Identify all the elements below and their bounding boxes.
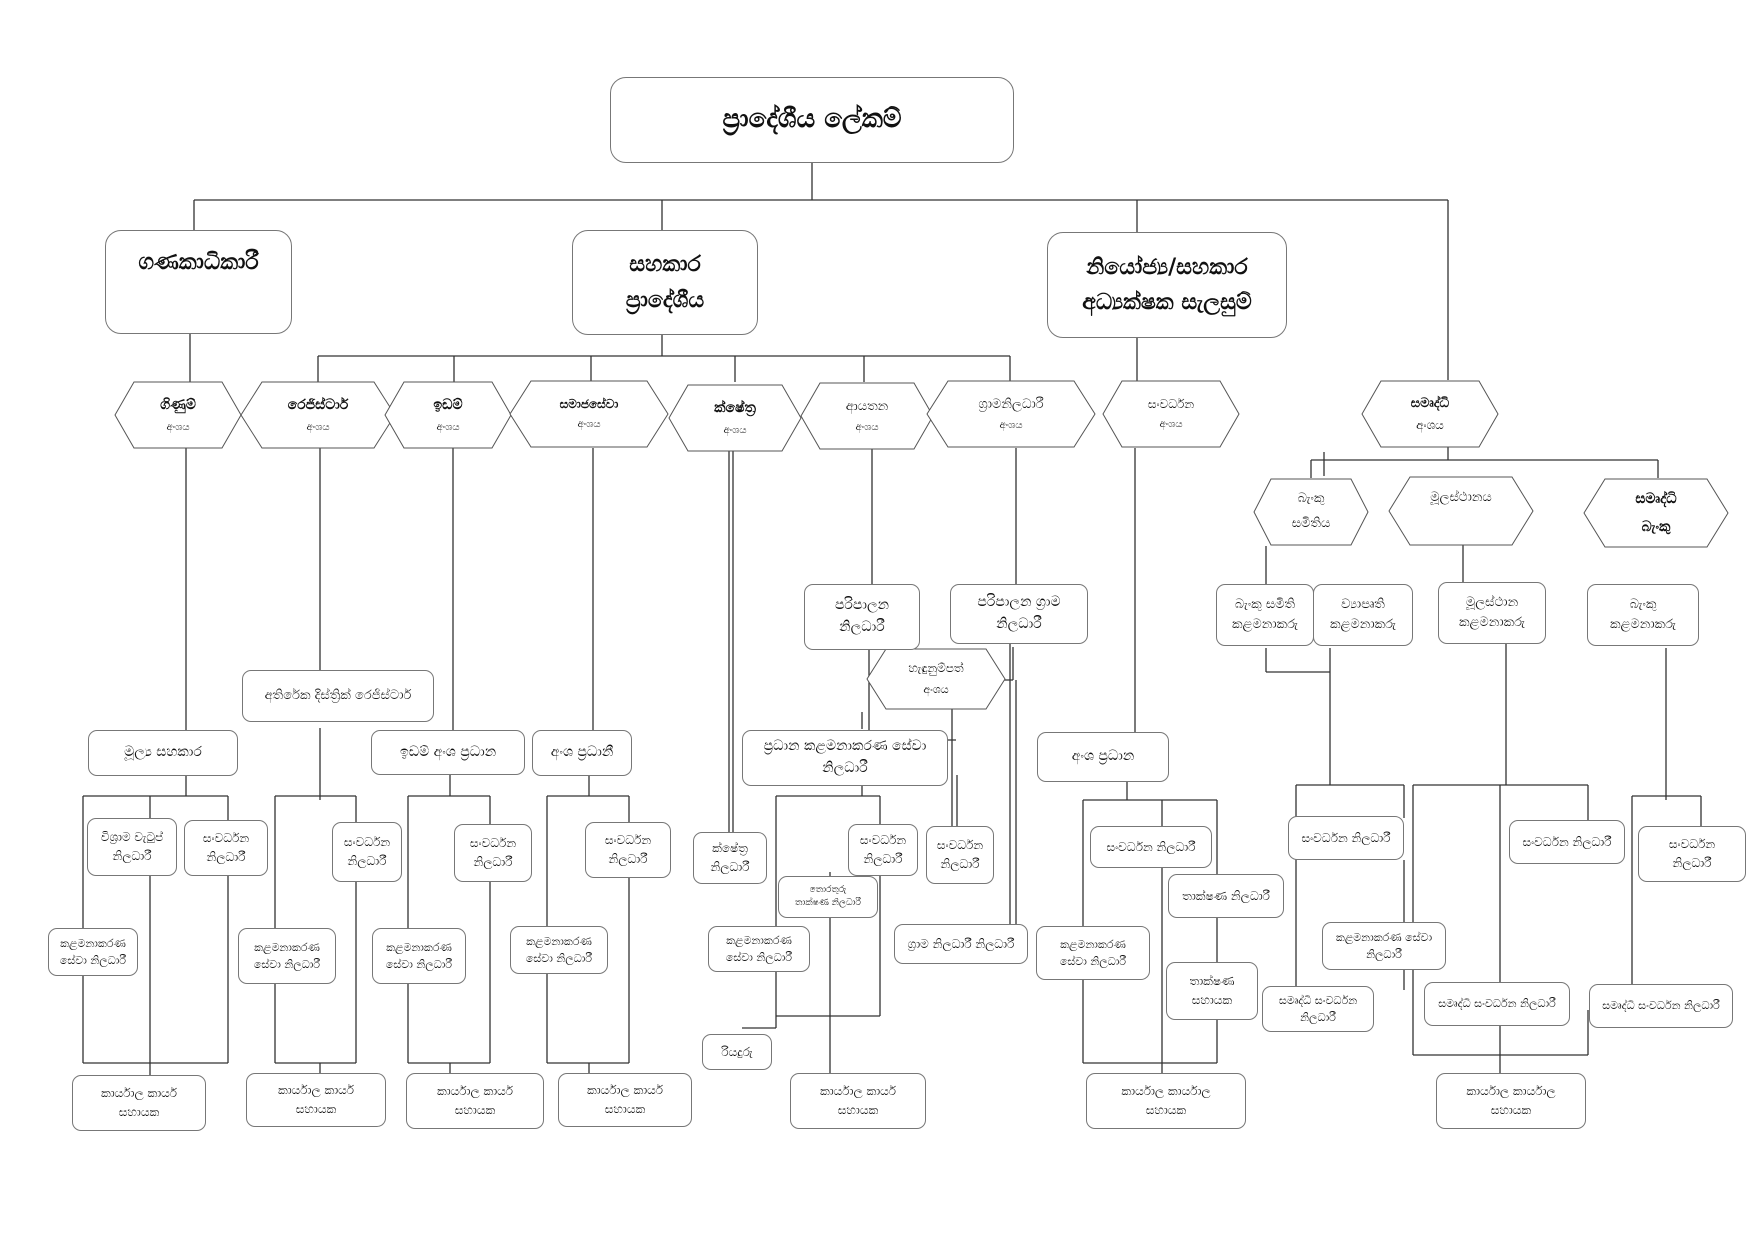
technical-assistant-box: තාක්ෂණ සහායක: [1166, 962, 1258, 1020]
technical-officer-box: තාක්ෂණ නිලධාරී: [1168, 874, 1284, 918]
division-sub: අංශය: [855, 421, 879, 433]
bank-manager-box: බැංකු කළමනාකරු: [1587, 584, 1699, 646]
management-officer-box: කළමනාකරණ සේවා නිලධාරී: [1036, 926, 1150, 980]
development-officer-box: සංවර්ධන නිලධාරී: [1288, 816, 1404, 860]
admin-grama-niladhari-box: පරිපාලන ග්‍රාම නිලධාරී: [950, 584, 1088, 644]
chief-clerk-box: මූල්‍ය සහකාර: [88, 730, 238, 776]
division-sub: අංශය: [166, 421, 190, 433]
establishment-division-hexagon: ආයතන අංශය: [800, 382, 934, 450]
driver-box: රියදුරු: [702, 1034, 772, 1070]
office-assistant-box: කාර්යාල කාර්ය සහායක: [246, 1073, 386, 1127]
office-assistant-box: කාර්යාල කාර්යාල සහායක: [1436, 1073, 1586, 1129]
admin-officer-box: පරිපාලන නිලධාරී: [804, 584, 920, 650]
management-officer-box: කළමනාකරණ සේවා නිලධාරී: [48, 928, 138, 976]
assistant-divisional-box: සහකාර ප්‍රාදේශීය: [572, 230, 758, 335]
accountant-box: ගණකාධිකාරී: [105, 230, 292, 334]
social-division-head-box: අංශ ප්‍රධානී: [532, 730, 632, 776]
samurdhi-development-officer-box: සමෘද්ධි සංවර්ධන නිලධාරී: [1589, 984, 1733, 1028]
division-name: බැංකු සමිතිය: [1291, 491, 1331, 531]
division-sub: අංශය: [306, 421, 330, 433]
development-division-hexagon: සංවර්ධන අංශය: [1102, 380, 1240, 448]
additional-registrar-box: අතිරේක දිස්ත්‍රික් රෙජිස්ටාර්: [242, 670, 434, 722]
division-name: සමාජසේවා: [559, 397, 619, 412]
samurdhi-bank-hexagon: සමෘද්ධි බැංකු: [1583, 478, 1729, 548]
office-assistant-box: කාර්යාල කාර්ය සහායක: [790, 1073, 926, 1129]
headquarters-hexagon: මූලස්ථානය: [1388, 476, 1534, 546]
division-sub: අංශය: [436, 421, 460, 433]
pension-officer-box: විශ්‍රාම වැටුප් නිලධාරී: [87, 818, 177, 876]
accounts-division-hexagon: ගිණුම් අංශය: [114, 381, 242, 449]
land-division-hexagon: ඉඩම් අංශය: [384, 381, 512, 449]
development-officer-box: සංවර්ධන නිලධාරී: [1638, 826, 1746, 882]
management-officer-box: කළමනාකරණ සේවා නිලධාරී: [708, 926, 810, 972]
development-officer-box: සංවර්ධන නිලධාරී: [585, 822, 671, 878]
division-sub: අංශය: [577, 418, 601, 430]
division-name: මූලස්ථානය: [1430, 490, 1492, 506]
it-officer-box: තොරතුරු තාක්ෂණ නිලධාරී: [778, 876, 878, 918]
division-name: ක්ෂේත්‍ර: [714, 400, 756, 417]
bank-society-manager-box: බැංකු සමිති කළමනාකරු: [1216, 584, 1314, 646]
division-name: ඉඩම්: [433, 397, 463, 414]
grama-niladhari-division-hexagon: ග්‍රාමනිලධාරී අංශය: [926, 380, 1096, 448]
registrar-division-hexagon: රෙජිස්ටාර් අංශය: [240, 381, 396, 449]
identity-card-division-hexagon: හැඳුනුම්පත් අංශය: [866, 648, 1006, 710]
samurdhi-development-officer-box: සමෘද්ධි සංවර්ධන නිලධාරී: [1262, 986, 1374, 1032]
social-services-division-hexagon: සමාජසේවා අංශය: [509, 380, 669, 448]
division-name: සංවර්ධන: [1147, 397, 1195, 412]
development-officer-box: සංවර්ධන නිලධාරී: [1509, 820, 1625, 864]
headquarters-manager-box: මූලස්ථාන කළමනාකරු: [1438, 582, 1546, 644]
field-officer-box: ක්ෂේත්‍ර නිලධාරී: [693, 832, 767, 884]
management-officer-box: කළමනාකරණ සේවා නිලධාරී: [238, 928, 336, 984]
development-officer-box: සංවර්ධන නිලධාරී: [926, 826, 994, 884]
chief-management-officer-box: ප්‍රධාන කළමනාකරණ සේවා නිලධාරී: [742, 730, 948, 786]
division-name: ගිණුම්: [160, 397, 196, 414]
office-assistant-box: කාර්යාල කාර්ය සහායක: [72, 1075, 206, 1131]
business-manager-box: ව්‍යාපෘති කළමනාකරු: [1313, 584, 1413, 646]
division-sub: අංශය: [1416, 417, 1444, 432]
development-officer-box: සංවර්ධන නිලධාරී: [184, 820, 268, 876]
management-officer-box: කළමනාකරණ සේවා නිලධාරී: [1322, 922, 1446, 970]
land-division-head-box: ඉඩම් අංශ ප්‍රධාන: [371, 730, 525, 775]
division-name: රෙජිස්ටාර්: [287, 397, 349, 414]
development-officer-box: සංවර්ධන නිලධාරී: [454, 824, 532, 882]
development-officer-box: සංවර්ධන නිලධාරී: [332, 822, 402, 882]
division-sub: අංශය: [1159, 418, 1183, 430]
samurdhi-development-officer-box: සමෘද්ධි සංවර්ධන නිලධාරී: [1424, 982, 1570, 1026]
field-division-hexagon: ක්ෂේත්‍ර අංශය: [668, 384, 802, 452]
division-sub: අංශය: [723, 424, 747, 436]
samurdhi-division-hexagon: සමෘද්ධි අංශය: [1361, 380, 1499, 448]
bank-society-hexagon: බැංකු සමිතිය: [1253, 478, 1369, 546]
management-officer-box: කළමනාකරණ සේවා නිලධාරී: [510, 926, 608, 974]
office-assistant-box: කාර්යාල කාර්ය සහායක: [558, 1073, 692, 1127]
office-assistant-box: කාර්යාල කාර්යාල සහායක: [1086, 1073, 1246, 1129]
division-name: සමෘද්ධි: [1410, 395, 1450, 411]
division-name: ග්‍රාමනිලධාරී: [978, 397, 1044, 413]
grama-niladhari-officer-box: ග්‍රාම නිලධාරී නිලධාරී: [894, 924, 1028, 964]
management-officer-box: කළමනාකරණ සේවා නිලධාරී: [372, 928, 466, 984]
division-name: හැඳුනුම්පත්: [908, 661, 964, 676]
office-assistant-box: කාර්යාල කාර්ය සහායක: [406, 1073, 544, 1129]
divisional-secretary-box: ප්‍රාදේශීය ලේකම්: [610, 77, 1014, 163]
division-name: සමෘද්ධි බැංකු: [1635, 491, 1677, 535]
division-sub: අංශය: [923, 682, 949, 696]
division-sub: අංශය: [999, 419, 1023, 431]
development-officer-box: සංවර්ධන නිලධාරී: [848, 824, 918, 876]
development-head-box: අංශ ප්‍රධාන: [1037, 732, 1169, 782]
development-officer-box: සංවර්ධන නිලධාරී: [1090, 826, 1212, 868]
deputy-director-planning-box: නියෝජ්‍ය/සහකාර අධ්‍යක්ෂක සැලසුම්: [1047, 232, 1287, 338]
division-name: ආයතන: [845, 399, 889, 415]
